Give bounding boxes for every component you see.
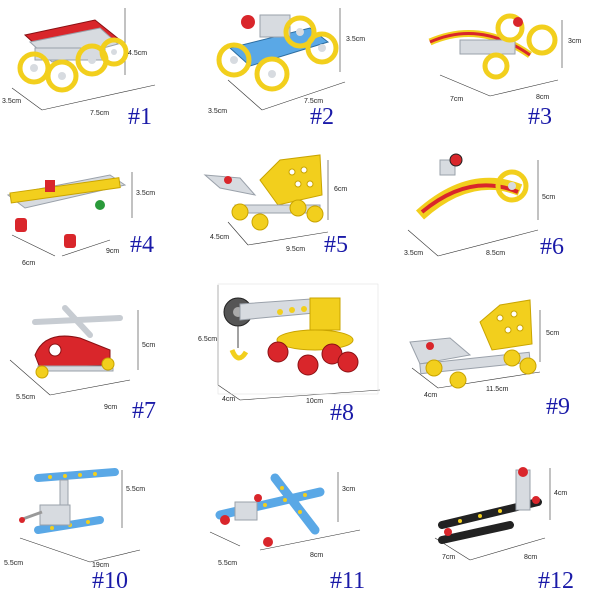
model-1-depth: 3.5cm (2, 98, 22, 105)
model-6-length: 8.5cm (486, 250, 506, 257)
model-12-depth: 7cm (442, 554, 456, 561)
model-11-height: 3cm (342, 486, 356, 493)
model-5-depth: 4.5cm (210, 234, 230, 241)
model-8-depth: 4cm (222, 396, 236, 403)
model-2-illustration (216, 8, 346, 111)
model-5: 4.5cm 9.5cm 6cm #5 (200, 150, 400, 300)
model-9-illustration (409, 299, 541, 389)
model-4: 6cm 9cm 3.5cm #4 (0, 150, 200, 300)
model-12: 7cm 8cm 4cm #12 (400, 450, 600, 600)
model-9-length: 11.5cm (486, 386, 509, 393)
model-10-illustration (19, 468, 141, 563)
model-4-length: 9cm (106, 248, 120, 255)
model-8-illustration (217, 283, 381, 401)
model-7-depth: 5.5cm (16, 394, 36, 401)
model-12-illustration (434, 467, 551, 561)
model-12-height: 4cm (554, 490, 568, 497)
model-11-number: #11 (330, 568, 366, 594)
model-12-number: #12 (538, 568, 574, 594)
model-1-height: 4.5cm (128, 50, 148, 57)
model-6-depth: 3.5cm (404, 250, 424, 257)
model-3-number: #3 (528, 104, 552, 130)
model-8-height: 6.5cm (198, 336, 218, 343)
model-7-height: 5cm (142, 342, 156, 349)
model-5-length: 9.5cm (286, 246, 306, 253)
model-2-length: 7.5cm (304, 98, 324, 105)
model-4-height: 3.5cm (136, 190, 156, 197)
model-1-illustration (11, 8, 156, 111)
model-10-length: 19cm (92, 562, 110, 569)
model-8-length: 10cm (306, 398, 324, 405)
model-10-number: #10 (92, 568, 128, 594)
model-9: 4cm 11.5cm 5cm #9 (400, 299, 600, 450)
model-10-depth: 5.5cm (4, 560, 24, 567)
model-5-number: #5 (324, 232, 348, 258)
model-1: 3.5cm 7.5cm 4.5cm #1 (0, 0, 200, 150)
model-3-length: 8cm (536, 94, 550, 101)
model-4-depth: 6cm (22, 260, 36, 267)
model-2-height: 3.5cm (346, 36, 366, 43)
model-6: 3.5cm 8.5cm 5cm #6 (400, 150, 600, 300)
model-8-number: #8 (330, 400, 354, 426)
model-4-number: #4 (130, 232, 154, 258)
model-5-height: 6cm (334, 186, 348, 193)
model-6-number: #6 (540, 234, 564, 260)
model-9-depth: 4cm (424, 392, 438, 399)
model-3-depth: 7cm (450, 96, 464, 103)
model-11-length: 8cm (310, 552, 324, 559)
model-9-height: 5cm (546, 330, 560, 337)
model-7-number: #7 (132, 398, 156, 424)
model-10-height: 5.5cm (126, 486, 146, 493)
model-11: 5.5cm 8cm 3cm #11 (200, 450, 400, 600)
model-10: 5.5cm 19cm 5.5cm #10 (0, 450, 200, 600)
model-7-length: 9cm (104, 404, 118, 411)
model-9-number: #9 (546, 394, 570, 420)
model-1-length: 7.5cm (90, 110, 110, 117)
model-11-depth: 5.5cm (218, 560, 238, 567)
model-4-illustration (6, 172, 133, 257)
model-1-number: #1 (128, 104, 152, 130)
model-2-depth: 3.5cm (208, 108, 228, 115)
model-2-number: #2 (310, 104, 334, 130)
model-11-illustration (209, 472, 361, 551)
model-3-illustration (428, 13, 563, 97)
model-6-illustration (407, 153, 539, 257)
model-5-illustration (203, 154, 329, 246)
model-12-length: 8cm (524, 554, 538, 561)
model-2: 3.5cm 7.5cm 3.5cm #2 (200, 0, 400, 150)
model-6-height: 5cm (542, 194, 556, 201)
model-7: 5.5cm 9cm 5cm #7 (0, 300, 200, 450)
model-8: 4cm 10cm 6.5cm #8 (198, 270, 400, 426)
model-7-illustration (9, 305, 139, 396)
model-3: 7cm 8cm 3cm #3 (400, 0, 600, 150)
model-3-height: 3cm (568, 38, 582, 45)
